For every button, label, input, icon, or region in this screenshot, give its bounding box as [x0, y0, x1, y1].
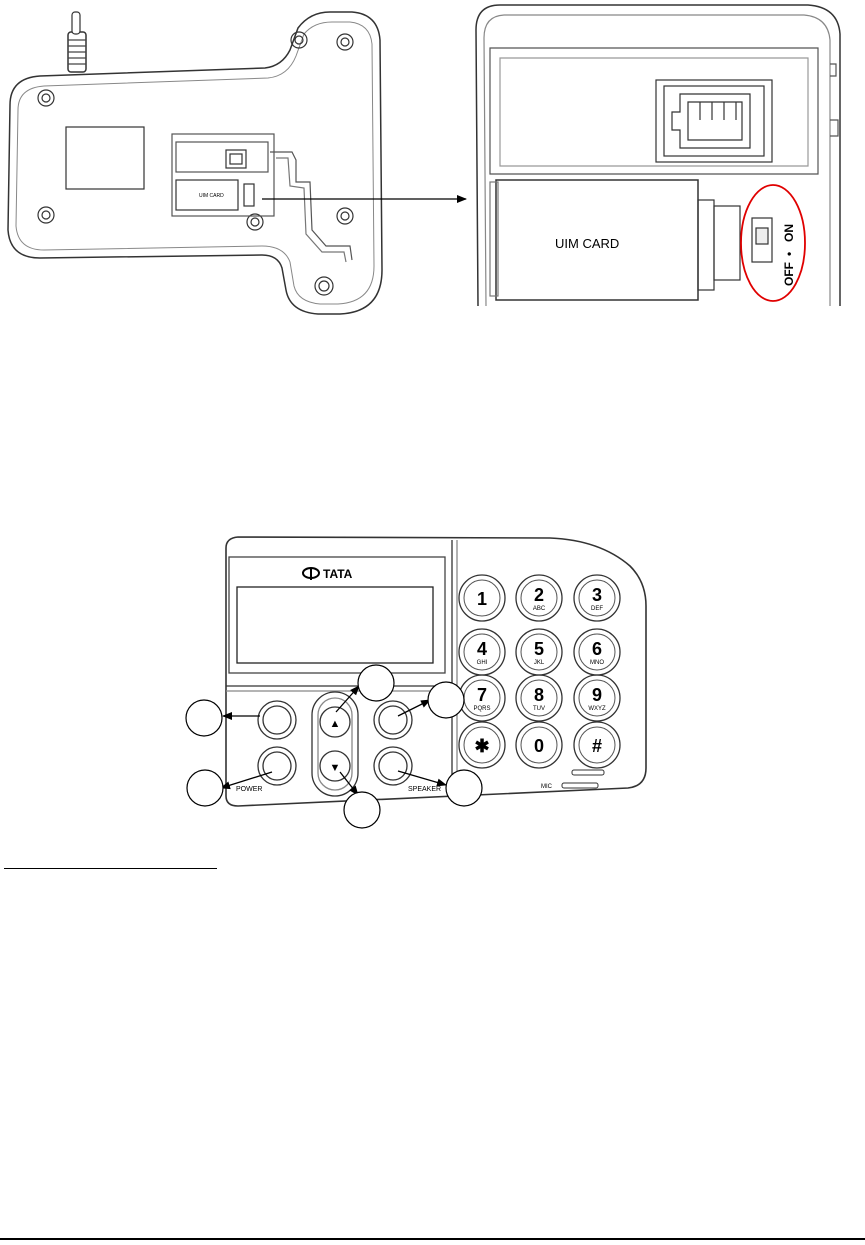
antenna-icon [67, 11, 87, 73]
keypad-digit: 4 [477, 639, 487, 659]
keypad-digit: 7 [477, 685, 487, 705]
keypad-digit: 3 [592, 585, 602, 605]
keypad-digit: 0 [534, 736, 544, 756]
navigation-pill [311, 691, 359, 797]
switch-off-label: OFF [782, 262, 796, 286]
keypad-digit: 8 [534, 685, 544, 705]
callout-circle-icon [357, 664, 395, 702]
small-uim-card [175, 179, 239, 211]
keypad-digit: 2 [534, 585, 544, 605]
speaker-label: SPEAKER [408, 786, 441, 793]
arrow-icon [397, 699, 431, 717]
label-area [65, 126, 145, 190]
footnote-rule [4, 868, 217, 869]
svg-text:•: • [782, 252, 796, 256]
switch-labels: OFF • ON [782, 224, 796, 286]
switch-highlight-ellipse [740, 184, 806, 302]
callout-circle-icon [186, 769, 224, 807]
arrow-icon [335, 685, 360, 713]
phone-back-figure [7, 11, 383, 315]
keypad-letters: GHI [477, 660, 488, 666]
up-arrow-icon: ▲ [330, 718, 341, 730]
rj11-jack-icon [655, 79, 773, 163]
rj11-jack-icon [225, 149, 247, 169]
down-arrow-icon: ▼ [330, 762, 341, 774]
callout-arrows [220, 685, 447, 796]
keypad-letters: ABC [533, 606, 546, 612]
brand-logo-text: TATA [323, 567, 353, 581]
keypad-letters: DEF [591, 606, 603, 612]
callout-circle-icon [343, 791, 381, 829]
keypad-letters: WXYZ [588, 706, 606, 712]
switch-on-label: ON [782, 224, 796, 242]
mic-slot [561, 782, 599, 789]
keypad-key-9[interactable]: ✱ [458, 721, 506, 769]
keypad-digit: 1 [477, 589, 487, 609]
callout-circle-icon [445, 769, 483, 807]
keypad-key-0[interactable]: 1 [458, 574, 506, 622]
keypad-letters: JKL [534, 660, 545, 666]
page-bottom-rule [0, 1238, 865, 1240]
keypad-key-10[interactable]: 0 [515, 721, 563, 769]
keypad-letters: TUV [533, 706, 545, 712]
keypad-digit: ✱ [474, 736, 489, 756]
tata-logo-icon [302, 567, 320, 580]
callout-circle-icon [185, 699, 223, 737]
keypad-digit: 5 [534, 639, 544, 659]
uim-card-label: UIM CARD [555, 236, 619, 251]
arrow-icon [220, 771, 273, 790]
power-switch [697, 199, 773, 291]
keypad-digit: 6 [592, 639, 602, 659]
arrow-icon [339, 771, 359, 796]
arrow-icon [397, 770, 447, 787]
callout-circle-icon [427, 681, 465, 719]
keypad-figure [225, 536, 647, 807]
mic-label: MIC [541, 784, 553, 790]
keypad-letters: PQRS [473, 706, 490, 712]
phone-body-outline [7, 11, 383, 315]
keypad-letters: MNO [590, 660, 604, 666]
compartment-zoom-figure [475, 4, 841, 307]
power-label: POWER [236, 786, 262, 793]
callout-circles [185, 664, 483, 829]
keypad-digit: # [592, 736, 602, 756]
lcd-display [228, 556, 446, 674]
small-uim-label: UIM CARD [199, 193, 224, 199]
keypad-digit: 9 [592, 685, 602, 705]
keypad-key-11[interactable]: # [573, 721, 621, 769]
screw-icon [37, 31, 354, 296]
